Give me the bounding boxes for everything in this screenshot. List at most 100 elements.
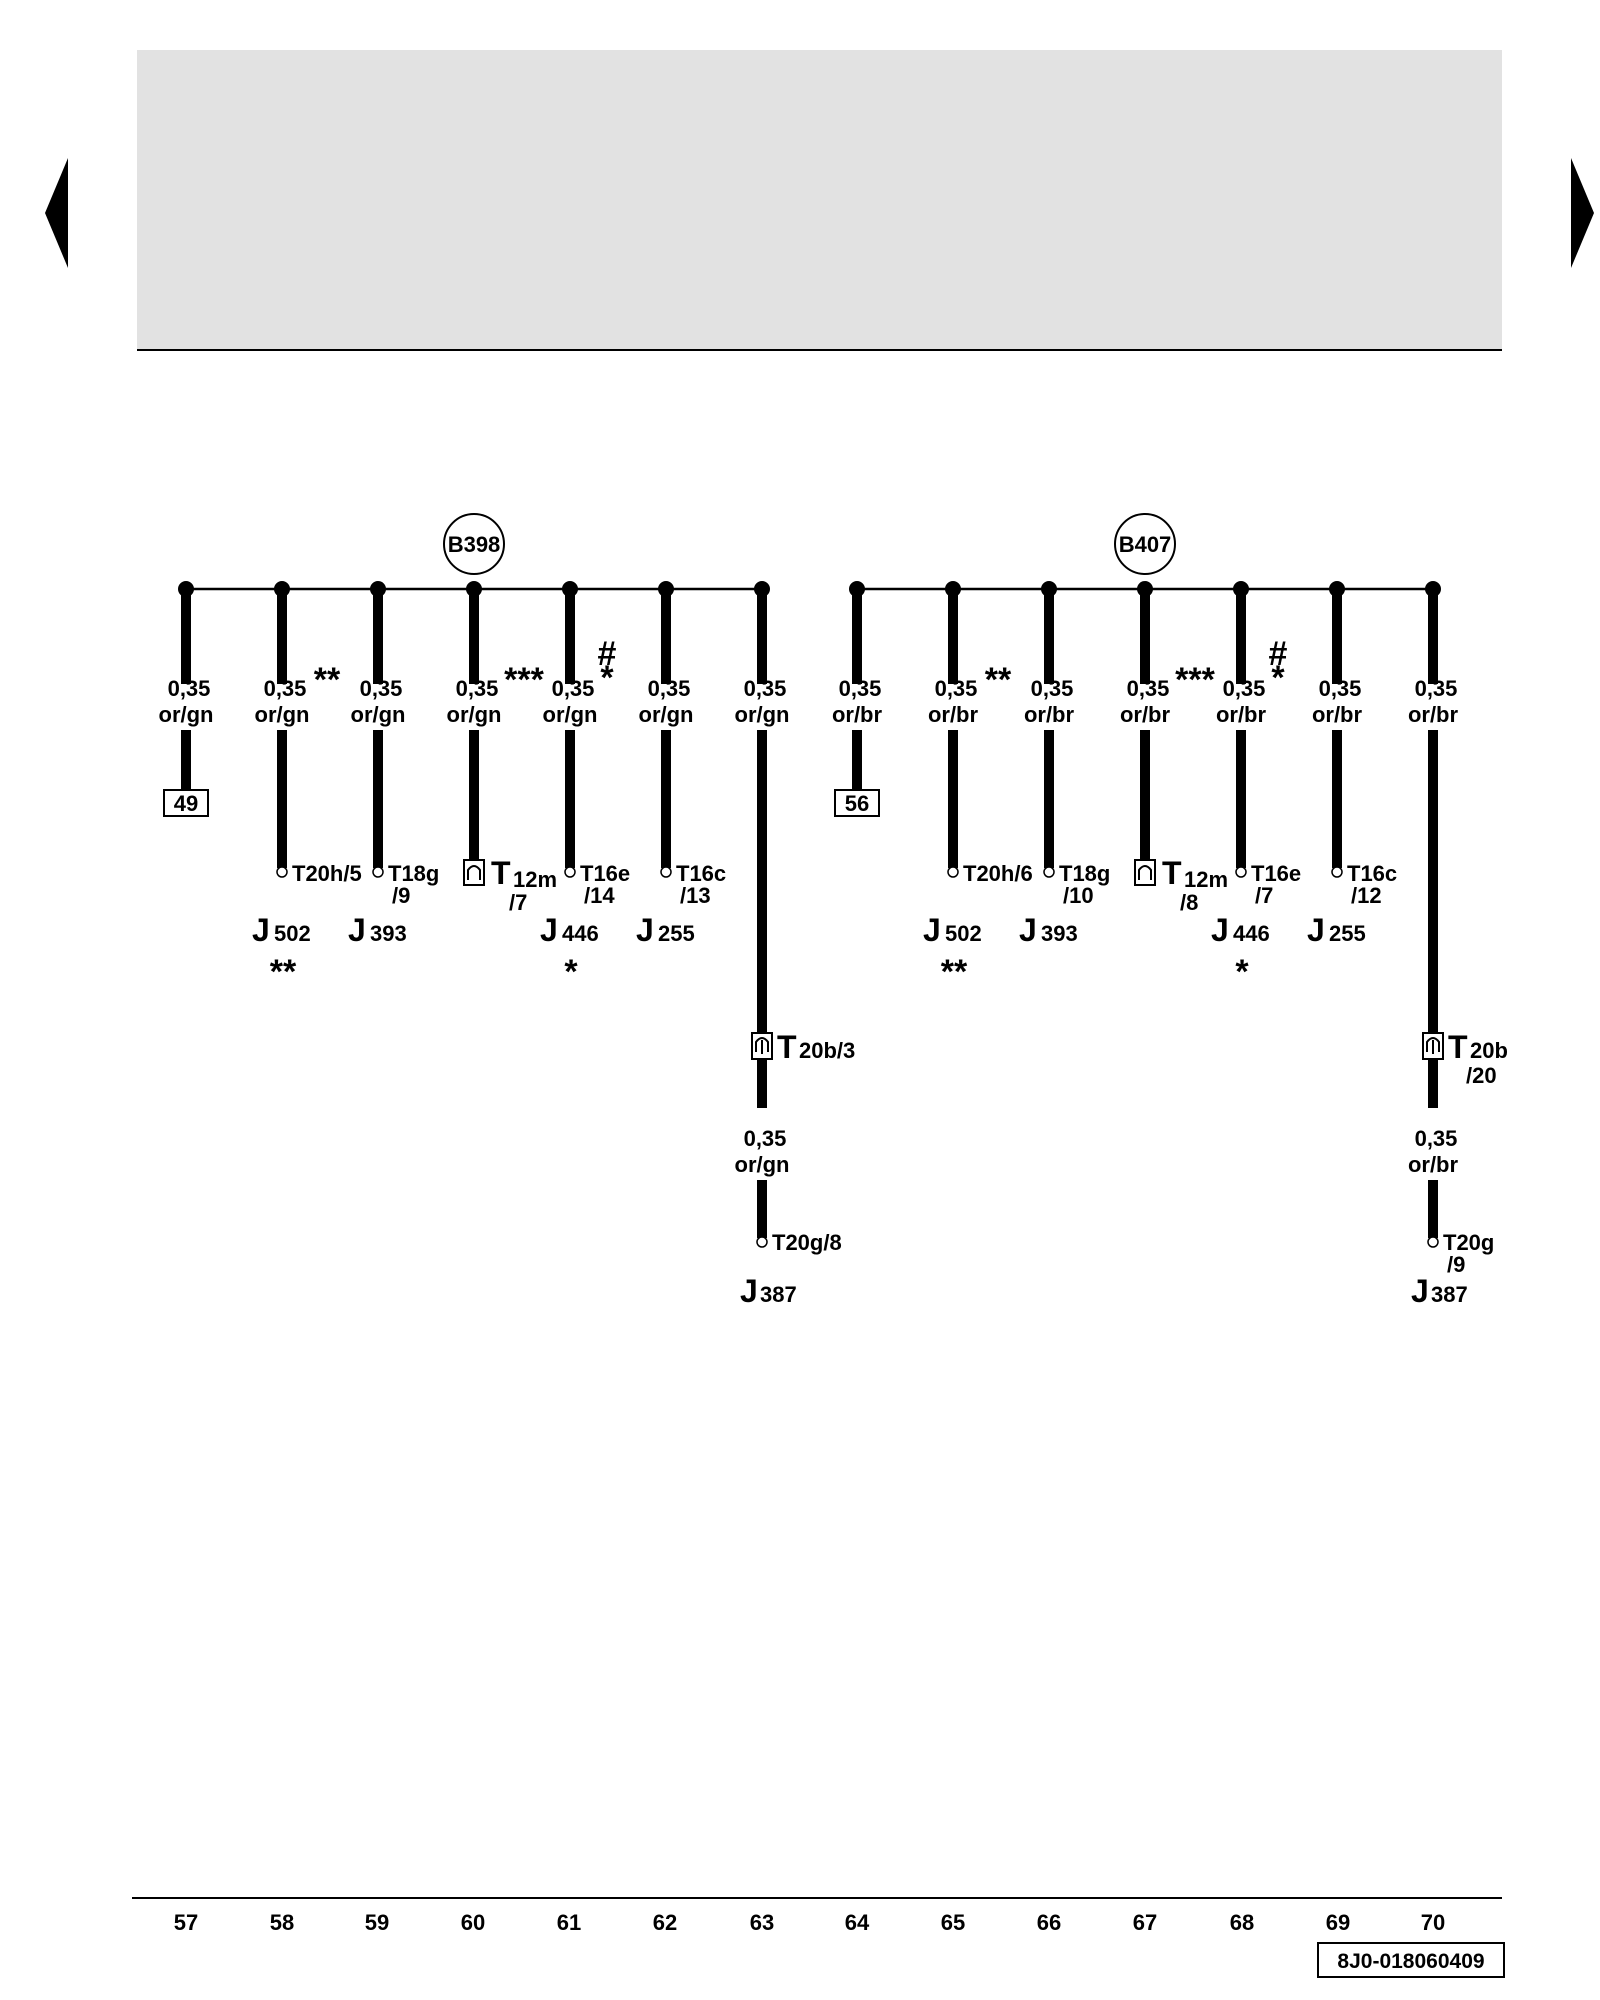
wire-color-label: or/br — [832, 702, 883, 727]
wire-segment — [1428, 730, 1438, 1033]
wire-size-label: 0,35 — [744, 1126, 787, 1151]
terminal-box — [163, 789, 209, 817]
option-mark: ** — [985, 661, 1012, 699]
component-label: J — [1019, 912, 1037, 948]
component-label: J — [252, 912, 270, 948]
header-panel — [137, 50, 1502, 350]
column-number: 64 — [845, 1910, 870, 1935]
component-sub-label: 446 — [562, 921, 599, 946]
wire-color-label: or/gn — [351, 702, 406, 727]
component-label: J — [540, 912, 558, 948]
pin-sub-label: /13 — [680, 883, 711, 908]
wire-color-label: or/gn — [735, 702, 790, 727]
pin-sub-label: /7 — [1255, 883, 1273, 908]
column-number: 63 — [750, 1910, 774, 1935]
wire-segment — [373, 730, 383, 868]
wire-size-label: 0,35 — [744, 676, 787, 701]
component-sub-label: 446 — [1233, 921, 1270, 946]
column-number: 66 — [1037, 1910, 1061, 1935]
wire-segment — [1428, 1180, 1438, 1238]
wire-color-label: or/br — [1408, 702, 1459, 727]
terminal-box — [834, 789, 880, 817]
next-page-arrow-icon[interactable] — [1571, 158, 1594, 268]
wire-size-label: 0,35 — [839, 676, 882, 701]
pin-label: T18g — [1059, 861, 1110, 886]
pin-point — [756, 1236, 768, 1248]
component-sub-label: 255 — [1329, 921, 1366, 946]
prev-page-arrow-icon[interactable] — [45, 158, 68, 268]
pin-point — [1043, 866, 1055, 878]
wire-segment — [1428, 589, 1438, 684]
doc-id-box — [1317, 1942, 1505, 1978]
wire-color-label: or/br — [1408, 1152, 1459, 1177]
terminal-box-label: 56 — [845, 791, 869, 816]
pin-point — [947, 866, 959, 878]
wire-size-label: 0,35 — [1415, 1126, 1458, 1151]
option-mark-star: * — [1271, 659, 1285, 697]
wire-segment — [948, 730, 958, 868]
pin-sub-label: /10 — [1063, 883, 1094, 908]
wire-color-label: or/br — [928, 702, 979, 727]
connector-icon-arc — [755, 1037, 769, 1052]
column-number: 70 — [1421, 1910, 1445, 1935]
option-mark: *** — [504, 661, 544, 699]
wire-size-label: 0,35 — [1127, 676, 1170, 701]
option-mark-star: * — [600, 659, 614, 697]
wire-segment — [661, 730, 671, 868]
pin-sub-label: /9 — [392, 883, 410, 908]
column-number: 67 — [1133, 1910, 1157, 1935]
wire-segment — [757, 1180, 767, 1238]
wire-size-label: 0,35 — [552, 676, 595, 701]
component-mark: ** — [941, 953, 968, 991]
pin-label: T16e — [1251, 861, 1301, 886]
connector-icon-arc — [1138, 865, 1152, 880]
pin-label: T20g/8 — [772, 1230, 842, 1255]
component-sub-label: 255 — [658, 921, 695, 946]
wire-segment — [277, 730, 287, 868]
wire-segment — [1140, 730, 1150, 860]
wire-segment — [1236, 589, 1246, 684]
wire-segment — [1332, 730, 1342, 868]
connector-sub-label-2: /20 — [1466, 1063, 1497, 1088]
column-number: 62 — [653, 1910, 677, 1935]
wire-segment — [852, 730, 862, 790]
wire-segment — [565, 730, 575, 868]
wire-segment — [1140, 589, 1150, 684]
option-mark: ** — [314, 661, 341, 699]
column-number: 69 — [1326, 1910, 1350, 1935]
wire-size-label: 0,35 — [1319, 676, 1362, 701]
wire-segment — [1044, 589, 1054, 684]
pin-point — [1427, 1236, 1439, 1248]
component-sub-label: 393 — [1041, 921, 1078, 946]
component-sub-label: 502 — [274, 921, 311, 946]
terminal-box-label: 49 — [174, 791, 198, 816]
column-number: 60 — [461, 1910, 485, 1935]
pin-sub-label: /8 — [1180, 890, 1198, 915]
column-number: 57 — [174, 1910, 198, 1935]
component-sub-label: 387 — [1431, 1282, 1468, 1307]
column-number: 59 — [365, 1910, 389, 1935]
pin-label: T16c — [676, 861, 726, 886]
pin-point — [564, 866, 576, 878]
pin-sub-label: /7 — [509, 890, 527, 915]
column-number: 65 — [941, 1910, 965, 1935]
component-label: J — [1307, 912, 1325, 948]
component-label: J — [348, 912, 366, 948]
wire-size-label: 0,35 — [456, 676, 499, 701]
component-label: J — [740, 1273, 758, 1309]
wire-size-label: 0,35 — [360, 676, 403, 701]
column-number: 58 — [270, 1910, 294, 1935]
pin-sub-label: /14 — [584, 883, 615, 908]
wire-segment — [1332, 589, 1342, 684]
pin-sub-label: /9 — [1447, 1252, 1465, 1277]
